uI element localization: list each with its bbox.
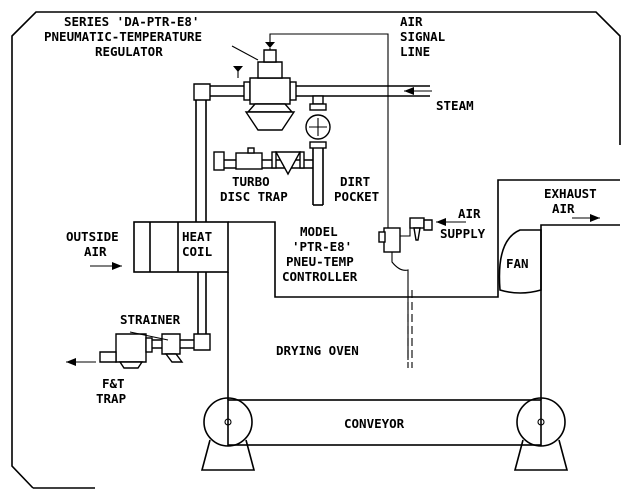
regulator-label-line2: PNEUMATIC-TEMPERATURE (44, 29, 202, 44)
strainer-label: STRAINER (120, 312, 181, 327)
ft-trap-label-line1: F&T (102, 376, 125, 391)
outer-frame (11, 11, 621, 489)
air-signal-label-line1: AIR (400, 14, 423, 29)
turbo-disc-trap-assembly (213, 147, 313, 176)
dirt-pocket-label-line2: POCKET (334, 189, 379, 204)
air-supply-label-line2: SUPPLY (440, 226, 486, 241)
air-signal-line (269, 33, 389, 228)
drying-oven-enclosure (227, 179, 620, 446)
dirt-pocket-tee (305, 95, 331, 206)
air-supply-label-line1: AIR (458, 206, 481, 221)
heat-coil (133, 221, 229, 273)
steam-label: STEAM (436, 98, 474, 113)
outside-air-label-line1: OUTSIDE (66, 229, 119, 244)
fan (498, 229, 542, 294)
controller-label-line2: 'PTR-E8' (292, 239, 352, 254)
heat-coil-label-line1: HEAT (182, 229, 212, 244)
flow-arrows (66, 45, 600, 366)
strainer (161, 333, 184, 363)
conveyor-label: CONVEYOR (344, 416, 405, 431)
turbo-trap-label-line1: TURBO (232, 174, 270, 189)
air-signal-label-line3: LINE (400, 44, 430, 59)
conveyor-left-roller (200, 397, 256, 471)
ft-trap (99, 333, 153, 369)
fan-label: FAN (506, 256, 529, 271)
drying-oven-label: DRYING OVEN (276, 343, 359, 358)
regulator-label-line3: REGULATOR (95, 44, 163, 59)
dirt-pocket-label-line1: DIRT (340, 174, 370, 189)
temperature-regulator (233, 42, 296, 131)
controller-label-line1: MODEL (300, 224, 338, 239)
exhaust-air-label-line1: EXHAUST (544, 186, 597, 201)
ft-trap-label-line2: TRAP (96, 391, 126, 406)
regulator-label-line1: SERIES 'DA-PTR-E8' (64, 14, 199, 29)
controller-label-line4: CONTROLLER (282, 269, 358, 284)
heat-coil-label-line2: COIL (182, 244, 213, 259)
exhaust-air-label-line2: AIR (552, 201, 575, 216)
condensate-piping (152, 272, 211, 351)
outside-air-label-line2: AIR (84, 244, 107, 259)
turbo-trap-label-line2: DISC TRAP (220, 189, 288, 204)
conveyor-right-roller (513, 397, 569, 471)
ptr-e8-controller (378, 217, 433, 368)
air-signal-label-line2: SIGNAL (400, 29, 446, 44)
controller-label-line3: PNEU-TEMP (286, 254, 354, 269)
